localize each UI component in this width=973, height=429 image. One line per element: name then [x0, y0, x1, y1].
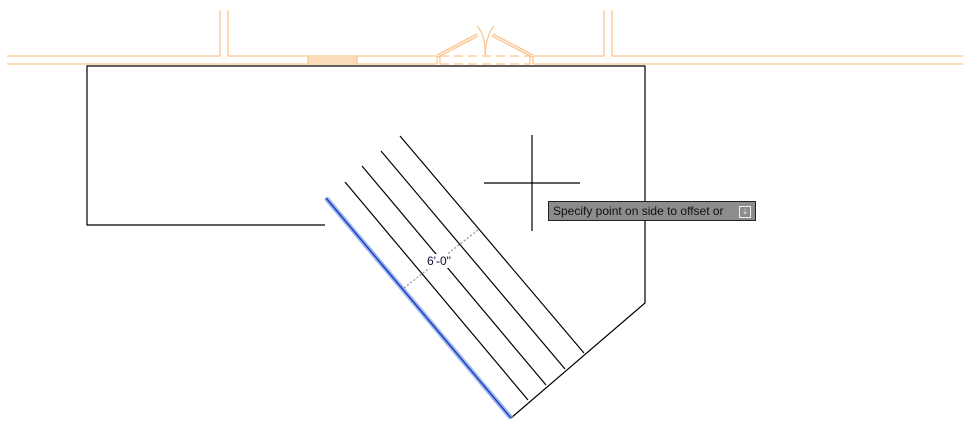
offset-line-1	[344, 181, 529, 401]
tooltip-text: Specify point on side to offset or	[553, 204, 724, 218]
command-tooltip: Specify point on side to offset or ⤓	[548, 201, 756, 221]
offset-line-4	[399, 135, 585, 354]
offset-line-3	[380, 150, 566, 370]
background-floorplan	[7, 10, 963, 65]
offset-line-2	[361, 165, 547, 386]
double-door	[436, 25, 534, 65]
room-outline[interactable]	[86, 65, 646, 419]
offset-lines[interactable]	[344, 135, 585, 401]
selected-line[interactable]	[324, 196, 513, 420]
window-hatch	[307, 56, 358, 64]
download-arrow-icon[interactable]: ⤓	[739, 206, 751, 218]
dimension-label: 6'-0"	[426, 254, 452, 268]
crosshair-cursor	[484, 135, 580, 231]
